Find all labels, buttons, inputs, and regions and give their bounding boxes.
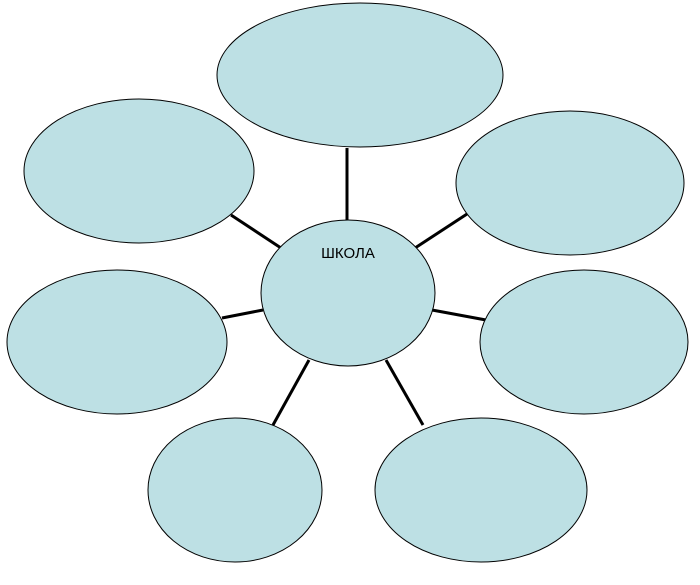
center-node[interactable] (260, 219, 436, 367)
center-node-group: ШКОЛА (260, 219, 436, 367)
connector-top-left (230, 213, 282, 250)
connector-middle-right (431, 308, 487, 322)
center-node-label: ШКОЛА (321, 245, 375, 262)
node-bottom-left[interactable] (147, 417, 323, 563)
node-top-left[interactable] (23, 98, 255, 244)
connector-bottom-right (384, 359, 425, 426)
node-middle-left[interactable] (6, 269, 228, 415)
connectors (221, 148, 487, 426)
satellite-nodes (6, 2, 689, 563)
node-middle-right[interactable] (479, 269, 689, 415)
node-top[interactable] (216, 2, 504, 148)
connector-middle-left (221, 308, 264, 320)
node-top-right[interactable] (455, 110, 685, 256)
connector-bottom-left (271, 359, 311, 426)
connector-top-right (414, 212, 468, 250)
node-bottom-right[interactable] (374, 417, 588, 563)
